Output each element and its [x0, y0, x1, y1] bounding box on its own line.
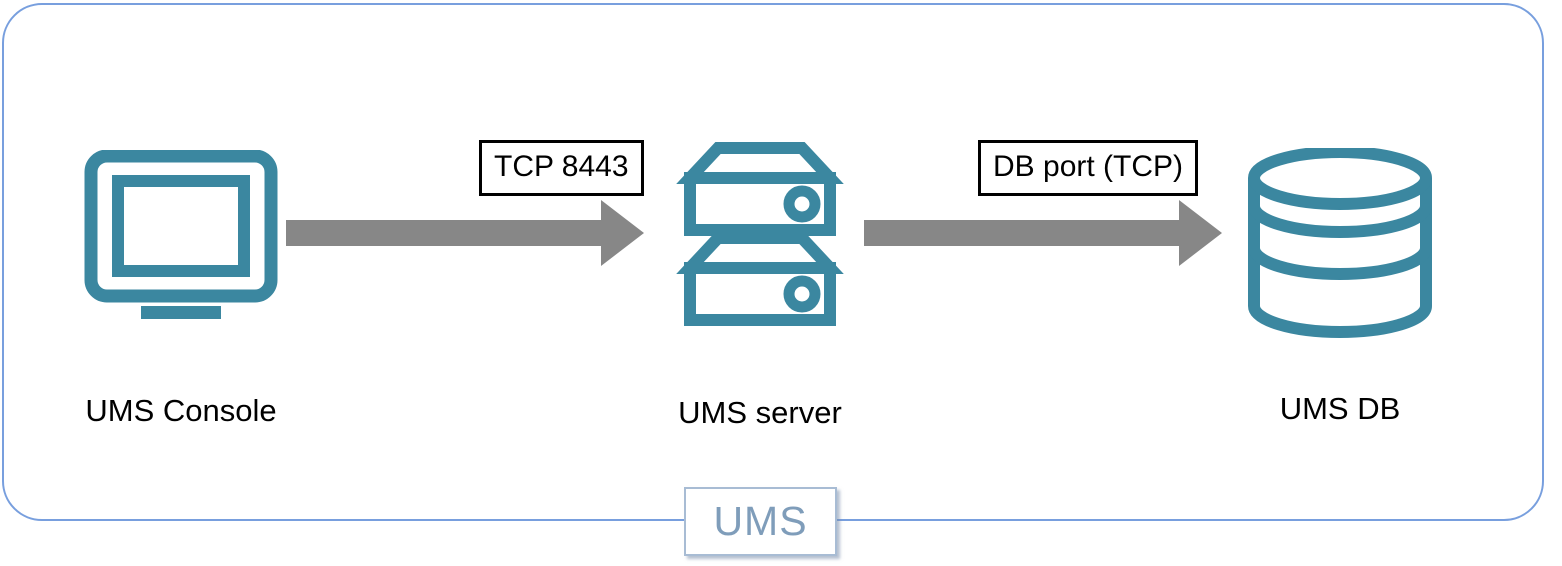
database-cylinder-icon: [1248, 148, 1432, 338]
node-ums-db[interactable]: UMS DB: [1190, 148, 1490, 424]
ums-zone-badge: UMS: [684, 487, 837, 556]
arrow-console-to-server: [286, 200, 644, 266]
server-stack-icon: [676, 142, 844, 326]
node-label-ums-console: UMS Console: [85, 393, 277, 428]
monitor-icon: [84, 150, 278, 319]
port-label-db-port: DB port (TCP): [978, 140, 1199, 196]
node-label-ums-server: UMS server: [678, 395, 842, 430]
node-ums-server[interactable]: UMS server: [600, 140, 920, 428]
ums-zone-badge-label: UMS: [713, 498, 808, 544]
arrow-server-to-db: [864, 200, 1222, 266]
node-ums-console[interactable]: UMS Console: [26, 150, 336, 426]
port-label-tcp-8443: TCP 8443: [479, 140, 644, 196]
node-label-ums-db: UMS DB: [1279, 391, 1401, 426]
